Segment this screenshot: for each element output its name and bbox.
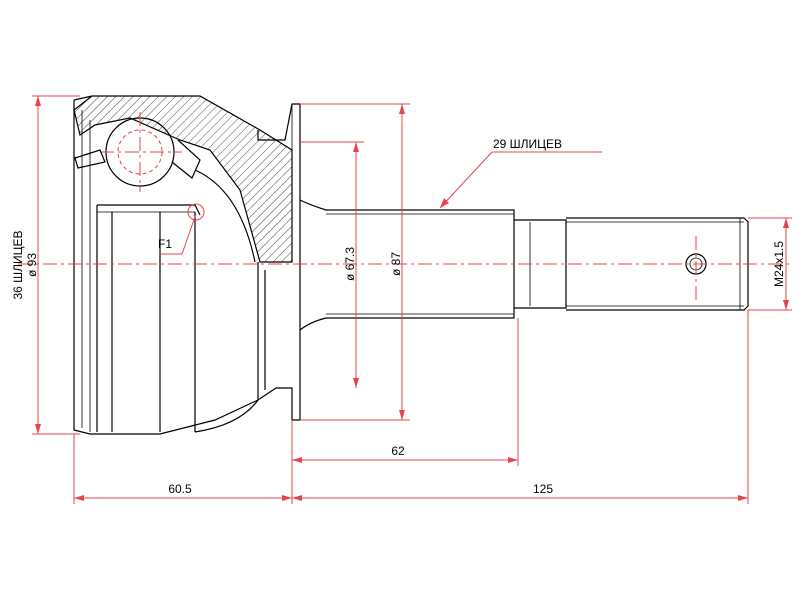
shaft-diameter-label: ø 67.3 bbox=[343, 247, 357, 281]
spline-count-outer-label: 36 ШЛИЦЕВ bbox=[11, 230, 25, 299]
splined-shaft bbox=[299, 199, 749, 331]
length-62-label: 62 bbox=[391, 444, 405, 458]
length-125-label: 125 bbox=[533, 482, 553, 496]
flange-diameter-label: ø 87 bbox=[389, 252, 403, 276]
length-60-5-label: 60.5 bbox=[168, 482, 192, 496]
thread-size-label: M24x1.5 bbox=[772, 241, 786, 287]
dimension-lines bbox=[32, 95, 792, 504]
feature-f1-label: F1 bbox=[158, 237, 172, 251]
outer-diameter-label: ø 93 bbox=[25, 253, 39, 277]
spline-count-shaft-label: 29 ШЛИЦЕВ bbox=[493, 137, 562, 151]
ball-bearing bbox=[74, 112, 205, 221]
outer-housing bbox=[73, 95, 301, 435]
